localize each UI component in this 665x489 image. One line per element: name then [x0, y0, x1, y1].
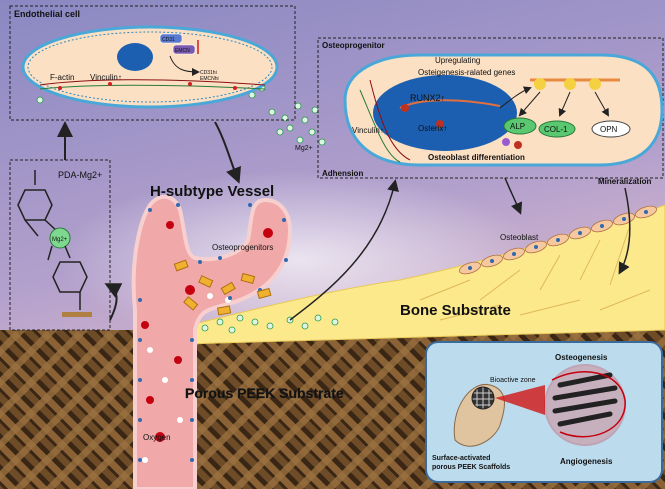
endothelial-cell — [21, 25, 279, 109]
cd31-label: CD31 — [162, 37, 175, 43]
adhesion-label: Adhension — [322, 169, 363, 178]
mineralization-label: Mineralization — [598, 177, 651, 186]
porous-peek-label: Porous PEEK Substrate — [185, 385, 344, 401]
mg-ion-label: Mg2+ — [295, 145, 313, 152]
bioactive-zone-label: Bioactive zone — [490, 377, 536, 384]
vessel-endothelial-dots — [138, 203, 288, 462]
osteogenesis-label: Osteogenesis — [555, 353, 608, 362]
scaffold-label-2: porous PEEK Scaffolds — [432, 464, 510, 471]
osteoblast-label: Osteoblast — [500, 233, 539, 242]
mg-ion-particles — [36, 81, 339, 334]
angiogenesis-label: Angiogenesis — [560, 457, 613, 466]
osteoprogenitor-title: Osteoprogenitor — [322, 41, 385, 50]
col1-label: COL-1 — [544, 125, 568, 134]
endothelial-title: Endothelial cell — [14, 9, 80, 19]
pda-mg-structure — [17, 170, 92, 317]
emcn-label: EMCN — [175, 48, 190, 54]
endothelial-box — [9, 5, 296, 121]
cd31-hi-label: CD31hi — [200, 70, 217, 76]
alp-label: ALP — [510, 122, 525, 131]
osteoprogenitors-label: Osteoprogenitors — [212, 243, 273, 252]
oxygen-label: Oxygen — [143, 433, 171, 442]
pda-mg-box — [9, 159, 111, 331]
pda-mg-label: PDA-Mg2+ — [58, 170, 102, 180]
process-arrows — [57, 121, 631, 321]
scaffold-label-1: Surface-activated — [432, 455, 490, 462]
osteoprogenitor-cells — [173, 259, 272, 316]
osteoprogenitor-cell — [343, 53, 664, 167]
mg-center-label: Mg2+ — [52, 237, 68, 243]
h-subtype-vessel — [131, 194, 293, 489]
runx2-label: RUNX2↑ — [410, 93, 445, 103]
emcn-hi-label: EMCNhi — [200, 76, 219, 82]
genes-label: Osteigenesis-ralated genes — [418, 68, 515, 77]
vinculin-label-osteo: Vinculin↑ — [352, 126, 384, 135]
osterix-label: Osterix↑ — [418, 124, 447, 133]
f-actin-label: F-actin — [50, 73, 74, 82]
upregulating-label: Upregulating — [435, 56, 480, 65]
opn-label: OPN — [600, 125, 618, 134]
bone-substrate-label: Bone Substrate — [400, 302, 511, 319]
inset-panel — [425, 341, 663, 483]
differentiation-label: Osteoblast differentiation — [428, 153, 525, 162]
h-vessel-label: H-subtype Vessel — [150, 183, 274, 200]
vinculin-label-endo: Vinculin↑ — [90, 73, 122, 82]
osteoblast-row — [459, 205, 657, 275]
